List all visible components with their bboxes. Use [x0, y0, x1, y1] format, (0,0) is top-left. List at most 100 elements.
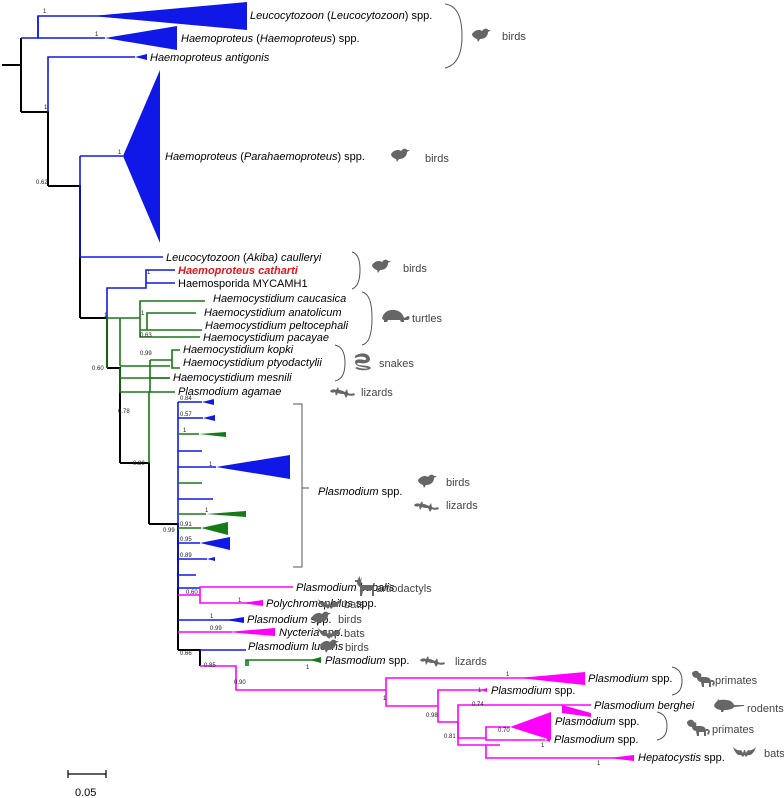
scale-bar: 0.05: [67, 770, 107, 798]
support-value: 0.85: [204, 663, 216, 669]
bracket-birds-catharti: [351, 251, 361, 290]
support-value: 0.99: [140, 351, 152, 357]
host-label-snakes: snakes: [379, 358, 414, 370]
snake-icon: [354, 353, 371, 371]
bracket-primates1: [671, 666, 683, 696]
label-p-berghei: Plasmodium berghei: [594, 700, 695, 712]
host-label-lizards: lizards: [361, 387, 393, 399]
clade-nycteria: [227, 628, 275, 636]
label-hc-kopki: Haemocystidium kopki: [183, 344, 294, 356]
green-branches: [106, 300, 318, 666]
support-value: 0.98: [426, 713, 438, 719]
label-plasmodium-big: Plasmodium spp.: [318, 486, 402, 498]
label-leuco-akiba: Leucocytozoon (Akiba) caulleryi: [166, 252, 322, 264]
clade-p-lizards: [310, 657, 321, 663]
label-hc-mesnili: Haemocystidium mesnili: [173, 372, 292, 384]
host-label-birds: birds: [403, 263, 427, 275]
support-value: 1: [95, 32, 99, 38]
label-hc-caucasica: Haemocystidium caucasica: [213, 293, 346, 305]
host-label-birds: birds: [502, 31, 526, 43]
support-value: 0.89: [180, 553, 192, 559]
support-value: 1: [147, 270, 151, 276]
clade-pspp2: [481, 688, 487, 692]
label-plasmodium-primates1: Plasmodium spp.: [588, 673, 672, 685]
clade-primates2b: [510, 712, 551, 740]
branch-to-080: [120, 462, 150, 524]
support-value: 1: [597, 761, 601, 767]
monkey-icon: [687, 719, 710, 736]
branch-to-078: [107, 367, 121, 463]
lizard-icon: [420, 656, 445, 667]
clade-comb-b1: [216, 455, 290, 479]
bracket-snakes: [334, 344, 346, 382]
support-value: 1: [141, 311, 145, 317]
label-haemo-catharti: Haemoproteus catharti: [178, 265, 299, 277]
support-value: 1: [306, 665, 310, 671]
clade-parahaemo: [123, 70, 160, 243]
lizard-icon: [414, 501, 439, 512]
bird-icon: [391, 148, 410, 162]
label-leuco-leuco: Leucocytozoon (Leucocytozoon) spp.: [250, 10, 432, 22]
clade-pspp3: [545, 738, 550, 742]
host-label-birds: birds: [345, 642, 369, 654]
clade-comb-g3: [206, 511, 246, 517]
support-value: 1: [541, 743, 545, 749]
support-value: 0.57: [180, 412, 192, 418]
label-p-lucens: Plasmodium lucens: [248, 641, 344, 653]
host-label-lizards: lizards: [455, 656, 487, 668]
host-label-birds: birds: [446, 477, 470, 489]
host-label-lizards: lizards: [446, 500, 478, 512]
support-value: 0.99: [210, 626, 222, 632]
label-hc-pacayae: Haemocystidium pacayae: [203, 332, 329, 344]
clade-primates2: [562, 705, 591, 717]
label-mycamh1: Haemosporida MYCAMH1: [178, 278, 308, 290]
scale-bar-line: [67, 770, 107, 778]
branch-to-1-lower: [48, 185, 81, 318]
branch-turtles: [106, 300, 205, 368]
clade-polychromophilus: [242, 600, 263, 606]
branch-to-099: [149, 523, 179, 650]
clade-p-spp-birds: [226, 617, 244, 623]
host-label-bats: bats: [764, 748, 784, 760]
branch-antigonis-stem: [47, 56, 135, 112]
label-hc-anatolicum: Haemocystidium anatolicum: [204, 307, 342, 319]
host-label-birds: birds: [338, 614, 362, 626]
host-label-primates: primates: [712, 724, 755, 736]
label-haemo-para: Haemoproteus (Parahaemoproteus) spp.: [165, 151, 365, 163]
clade-comb-095: [200, 537, 230, 550]
host-labels: birds birds birds turtles snakes lizards…: [338, 31, 784, 760]
support-value: 0.99: [163, 528, 175, 534]
branch-akiba: [79, 156, 163, 258]
support-value: 1: [209, 462, 213, 468]
support-value: 0.80: [133, 461, 145, 467]
clade-primates1: [519, 672, 585, 685]
clade-hepatocystis: [609, 755, 634, 761]
bracket-plasmodium-big: [293, 403, 309, 568]
branch-catharti-group: [106, 269, 175, 318]
branch-hep: [485, 745, 634, 759]
support-value: 0.78: [118, 409, 130, 415]
support-value: 0.81: [444, 734, 456, 740]
scale-bar-label: 0.05: [75, 787, 96, 798]
support-value: 1: [205, 508, 209, 514]
label-plasmodium-primates2: Plasmodium spp.: [555, 716, 639, 728]
clade-antigonis: [135, 54, 147, 60]
bracket-birds-top: [444, 3, 463, 69]
clade-comb-089: [207, 557, 215, 561]
label-plasmodium-spp2: Plasmodium spp.: [491, 685, 575, 697]
clade-leuco-leuco: [92, 2, 247, 30]
support-value: 0.70: [498, 728, 510, 734]
bracket-primates2: [656, 711, 668, 741]
host-label-bats: bats: [344, 628, 365, 640]
support-values: 1 1 1 1 0.62 1 1 1 0.63 0.60 0.99 0.78 0…: [36, 9, 601, 767]
support-value: 1: [478, 688, 482, 694]
bracket-turtles: [361, 291, 373, 346]
branch-074: [457, 722, 545, 741]
host-label-rodents: rodents: [747, 703, 784, 715]
support-value: 0.60: [186, 590, 198, 596]
label-haemo-antigonis: Haemoproteus antigonis: [150, 52, 270, 64]
host-label-turtles: turtles: [412, 313, 442, 325]
support-value: 1: [183, 428, 187, 434]
branch-to-062: [21, 111, 49, 186]
